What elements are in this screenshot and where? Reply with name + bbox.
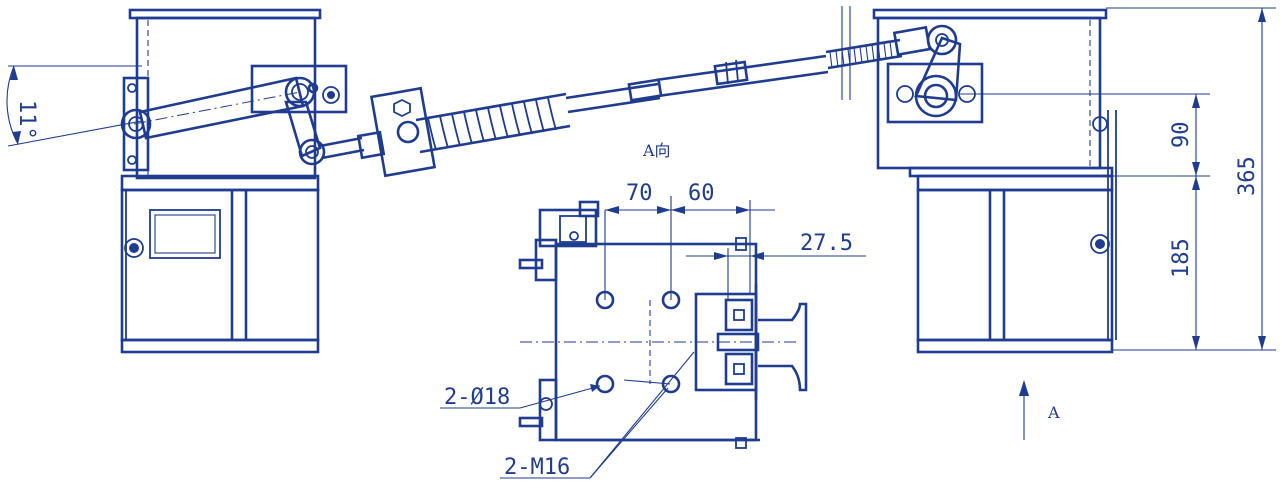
dim-60-label: 60: [688, 181, 715, 206]
right-valve-assembly: [872, 8, 1117, 354]
view-a-drawing: [440, 196, 866, 479]
view-arrow-a: [1019, 380, 1029, 440]
spring-damper-linkage: [369, 6, 903, 178]
dim-90-label: 90: [1169, 122, 1194, 149]
hole-2-d18-label: 2-Ø18: [444, 385, 510, 410]
dim-27-5-label: 27.5: [800, 231, 853, 256]
dim-185-label: 185: [1169, 238, 1194, 278]
view-arrow-a-label: A: [1047, 403, 1060, 422]
view-a-title: A向: [642, 141, 671, 160]
left-valve-assembly: [6, 8, 386, 354]
hole-2-m16-label: 2-M16: [504, 455, 570, 480]
angle-label: 11°: [14, 100, 39, 140]
dim-365-label: 365: [1235, 156, 1260, 196]
dim-70-label: 70: [626, 181, 653, 206]
right-dimensions: [960, 7, 1276, 351]
